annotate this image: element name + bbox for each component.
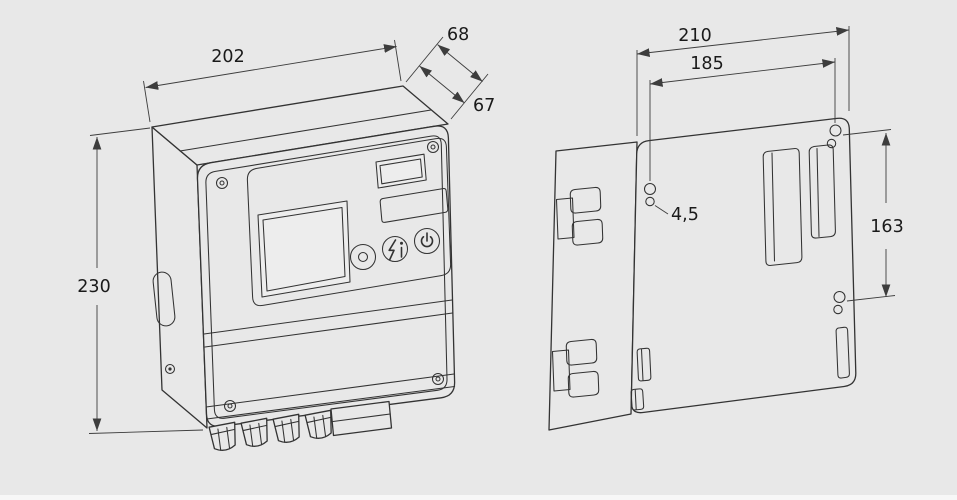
- control-panel: [246, 137, 452, 307]
- ok-button: [349, 243, 377, 271]
- side-recess: [152, 271, 176, 327]
- rear-hole-span-width-label: 185: [690, 54, 723, 74]
- rear-hole-span-height-label: 163: [870, 217, 903, 237]
- lightning-info-icon: [388, 239, 403, 261]
- corner-screw-icon: [426, 140, 440, 154]
- mounting-hole-pair-top-right: [826, 124, 842, 149]
- front-door-seam: [205, 135, 448, 419]
- housing-top-face: [151, 85, 449, 166]
- status-display: [375, 153, 427, 189]
- power-icon: [420, 232, 434, 248]
- rear-back-face: [630, 117, 857, 414]
- front-height-dimension: 230: [77, 127, 204, 434]
- hanging-hook-slot-small: [808, 144, 836, 239]
- bottom-connector-plate: [330, 400, 393, 437]
- front-depth-dimension-label: 67: [473, 96, 495, 116]
- rear-side-face: [548, 141, 638, 431]
- rear-view-drawing: 210 185 163 4,5: [548, 26, 904, 431]
- front-width-dimension-label: 202: [211, 47, 244, 67]
- lower-door-seam: [203, 299, 453, 335]
- mounting-hole-pair-left: [643, 182, 657, 207]
- front-depth-dimensions: 68 67: [405, 25, 495, 120]
- page-bottom-strip: [0, 495, 957, 500]
- bottom-flange-seam: [205, 373, 455, 408]
- corner-screw-icon: [215, 176, 229, 190]
- cable-slot-right: [835, 326, 850, 379]
- front-depth-top-dimension-label: 68: [447, 25, 469, 45]
- lcd-display: [257, 200, 351, 298]
- label-plate: [379, 188, 449, 223]
- hole-diameter-label: 4,5: [671, 205, 699, 225]
- strain-relief-hook: [636, 347, 652, 382]
- rear-width-dimension: 210: [636, 26, 850, 136]
- front-width-dimension: 202: [143, 39, 402, 123]
- rear-hole-span-height-dimension: 163: [842, 129, 904, 302]
- rear-hole-span-width-dimension: 185: [649, 54, 836, 181]
- hanging-hook-slot-large: [762, 148, 803, 266]
- top-face-seam: [179, 109, 432, 152]
- strain-relief-hook: [630, 388, 645, 411]
- lower-door-seam: [204, 312, 454, 348]
- bottom-flange-seam: [206, 385, 456, 420]
- rear-width-dimension-label: 210: [678, 26, 711, 46]
- side-screw-icon: [164, 363, 176, 375]
- front-view-drawing: 202 68 67 230: [77, 25, 495, 453]
- mounting-hole-pair-lower-right: [833, 290, 846, 315]
- info-reset-button: [381, 235, 409, 263]
- front-height-dimension-label: 230: [77, 277, 110, 297]
- corner-screw-icon: [431, 372, 445, 386]
- power-button: [413, 227, 441, 255]
- hole-diameter-callout: 4,5: [654, 205, 699, 225]
